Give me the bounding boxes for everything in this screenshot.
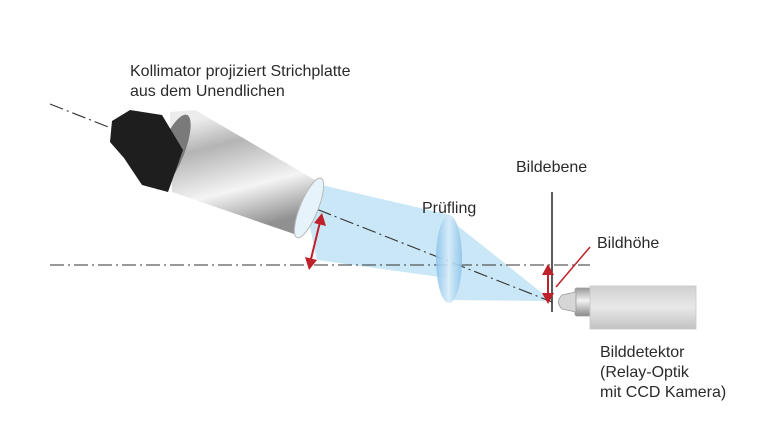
collimator-aperture <box>293 177 325 239</box>
pruefling-label: Prüfling <box>422 200 477 217</box>
collimator-label-line-2: aus dem Unendlichen <box>130 83 285 100</box>
collimator-label: Kollimator projiziert Strichplatte aus d… <box>130 62 351 102</box>
detector-label-line-1: Bilddetektor <box>600 344 685 361</box>
collimator-end-cap <box>110 110 183 192</box>
converging-cone <box>448 218 552 301</box>
collimator-barrel <box>170 110 317 236</box>
field-angle-arrowhead-top <box>314 213 326 226</box>
image-height-leader <box>555 246 591 288</box>
bildebene-label: Bildebene <box>516 159 588 176</box>
bildhoehe-label: Bildhöhe <box>597 235 660 252</box>
detector-label-line-3: mit CCD Kamera) <box>600 384 727 401</box>
test-lens <box>436 215 462 303</box>
image-height-arrowhead-top <box>542 264 554 275</box>
relay-optic-mount <box>574 287 592 317</box>
collimator-label-line-1: Kollimator projiziert Strichplatte <box>130 63 351 80</box>
camera-body <box>589 285 697 330</box>
detector-label-line-2: (Relay-Optik <box>600 364 689 381</box>
detector-label: Bilddetektor (Relay-Optik mit CCD Kamera… <box>600 343 726 403</box>
field-angle-arrowhead-bottom <box>305 257 317 270</box>
field-angle-arrow <box>310 221 321 260</box>
relay-optic-tip <box>558 291 577 313</box>
collimated-beam <box>300 180 450 278</box>
image-height-arrowhead-bottom <box>542 293 554 304</box>
